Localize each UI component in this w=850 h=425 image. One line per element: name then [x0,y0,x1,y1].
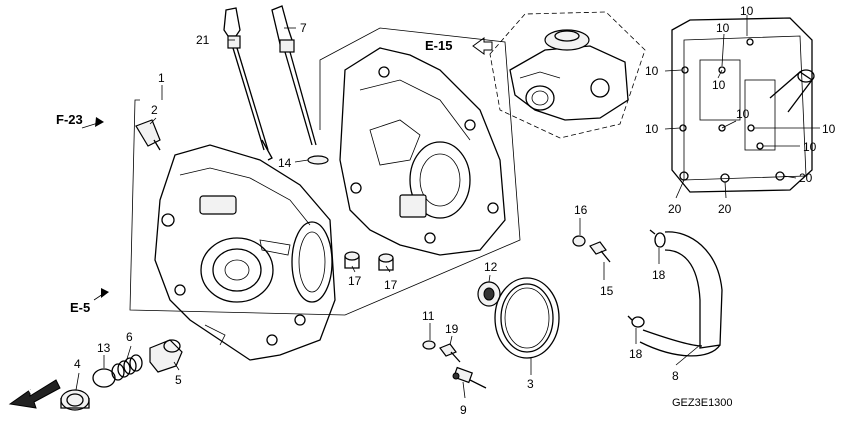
callout-10d[interactable]: 10 [712,78,726,92]
bolt-15[interactable] [589,241,611,263]
callout-9[interactable]: 9 [460,403,467,417]
callout-labels: 1 2 21 7 14 17 17 12 3 11 19 9 13 6 5 4 … [74,4,836,417]
callout-21[interactable]: 21 [196,33,210,47]
callout-20c[interactable]: 20 [799,171,813,185]
carburetor-assembly[interactable] [509,29,629,121]
callout-10g[interactable]: 10 [822,122,836,136]
callout-13[interactable]: 13 [97,341,111,355]
callout-19[interactable]: 19 [445,322,459,336]
callout-18a[interactable]: 18 [652,268,666,282]
callout-3[interactable]: 3 [527,377,534,391]
arrow-icon [95,117,104,127]
oil-seal-12[interactable] [477,281,501,307]
section-label-f23: F-23 [56,112,83,127]
section-ref-e15[interactable]: E-15 [425,37,493,55]
breather-fitting-2[interactable] [135,119,161,151]
dipstick-7[interactable] [271,5,317,146]
hose-clamp-18a[interactable] [649,229,666,248]
callout-1[interactable]: 1 [158,71,165,85]
washer-11[interactable] [422,340,436,350]
front-direction-indicator: FR. [8,379,61,409]
leader-lines [75,15,820,399]
callout-15[interactable]: 15 [600,284,614,298]
carburetor-reference-outline [489,11,646,139]
outline-arrow-icon [472,37,493,55]
callout-8[interactable]: 8 [672,369,679,383]
dipstick-21[interactable] [223,7,273,161]
callout-10h[interactable]: 10 [803,140,817,154]
callout-17b[interactable]: 17 [384,278,398,292]
diagram-code: GEZ3E1300 [672,397,733,409]
left-crankcase[interactable] [154,144,336,361]
callout-2[interactable]: 2 [151,103,158,117]
callout-6[interactable]: 6 [126,330,133,344]
spring-6[interactable] [111,354,143,381]
callout-10c[interactable]: 10 [645,64,659,78]
arrow-icon [101,288,109,298]
callout-10b[interactable]: 10 [716,21,730,35]
washer-16[interactable] [572,235,586,247]
callout-14[interactable]: 14 [278,156,292,170]
o-ring-14[interactable] [307,155,329,165]
hose-8[interactable] [639,231,723,357]
callout-11[interactable]: 11 [422,309,435,323]
dowel-pin-17a[interactable] [344,251,360,269]
cylinder-head[interactable] [671,17,815,193]
callout-16[interactable]: 16 [574,203,588,217]
callout-10e[interactable]: 10 [645,122,659,136]
callout-10a[interactable]: 10 [740,4,754,18]
callout-4[interactable]: 4 [74,357,81,371]
front-arrow-icon [8,379,61,409]
oil-strainer-5[interactable] [149,339,183,373]
callout-18b[interactable]: 18 [629,347,643,361]
callout-20a[interactable]: 20 [668,202,682,216]
crankcase-assembly-boundary [129,27,521,316]
hose-clamp-18b[interactable] [627,315,645,328]
callout-7[interactable]: 7 [300,21,307,35]
right-crankcase[interactable] [339,47,506,256]
section-label-e15: E-15 [425,38,452,53]
o-ring-13[interactable] [92,368,116,388]
callout-17a[interactable]: 17 [348,274,362,288]
callout-20b[interactable]: 20 [718,202,732,216]
callout-12[interactable]: 12 [484,260,498,274]
bolt-19[interactable] [439,343,461,363]
section-ref-f23[interactable]: F-23 [56,112,104,129]
section-label-e5: E-5 [70,300,90,315]
section-ref-e5[interactable]: E-5 [70,288,109,315]
dowel-pin-17b[interactable] [378,253,394,271]
oil-drain-plug-4[interactable] [60,389,90,411]
o-ring-3[interactable] [494,277,560,359]
callout-5[interactable]: 5 [175,373,182,387]
callout-10f[interactable]: 10 [736,107,750,121]
sensor-9[interactable] [452,366,487,389]
